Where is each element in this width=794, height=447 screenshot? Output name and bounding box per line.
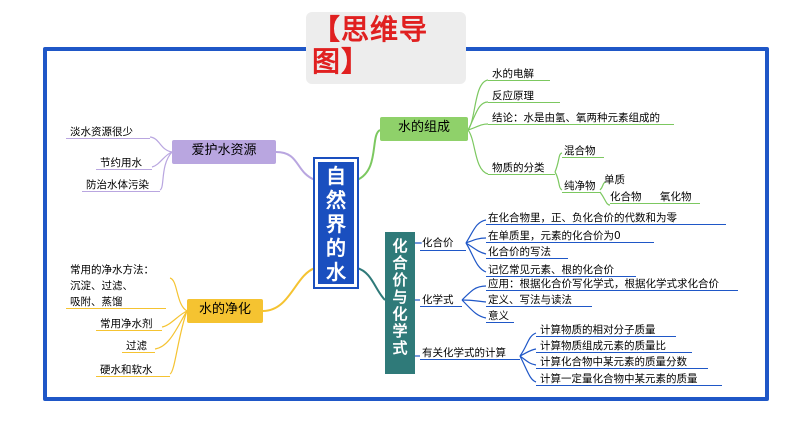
valence-item: 化合价的写法 bbox=[488, 246, 551, 258]
purify-item: 常用净水剂 bbox=[100, 318, 153, 330]
branch-composition: 水的组成 bbox=[380, 117, 468, 141]
classification-item: 纯净物 bbox=[564, 180, 596, 192]
valence-char: 化 bbox=[392, 237, 408, 255]
calc-item: 计算物质组成元素的质量比 bbox=[540, 340, 666, 352]
center-topic-text: 自然界的水 bbox=[326, 164, 346, 284]
valence-sub3: 有关化学式的计算 bbox=[422, 347, 506, 359]
valence-item: 在化合物里，正、负化合价的代数和为零 bbox=[488, 212, 677, 224]
calc-item: 计算物质的相对分子质量 bbox=[540, 324, 656, 336]
composition-item: 结论：水是由氢、氧两种元素组成的 bbox=[492, 112, 660, 124]
page-title: 【思维导图】 bbox=[312, 13, 429, 78]
title-background bbox=[306, 12, 466, 84]
protect-item: 节约用水 bbox=[100, 157, 142, 169]
formula-item: 应用：根据化合价写化学式，根据化学式求化合价 bbox=[488, 278, 719, 290]
valence-char: 学 bbox=[392, 322, 408, 340]
protect-item: 防治水体污染 bbox=[86, 179, 149, 191]
composition-item: 水的电解 bbox=[492, 68, 534, 80]
formula-item: 意义 bbox=[488, 310, 509, 322]
classification-item: 单质 bbox=[604, 174, 625, 186]
valence-char: 式 bbox=[392, 339, 408, 357]
valence-sub2: 化学式 bbox=[422, 294, 454, 306]
classification-item: 氧化物 bbox=[660, 191, 692, 203]
purify-item: 过滤 bbox=[126, 340, 147, 352]
purify-item: 常用的净水方法： bbox=[70, 264, 154, 276]
purify-item: 硬水和软水 bbox=[100, 364, 153, 376]
valence-char: 化 bbox=[392, 305, 408, 323]
protect-item: 淡水资源很少 bbox=[70, 126, 133, 138]
purify-item: 吸附、蒸馏 bbox=[70, 296, 123, 308]
branch-protect: 爱护水资源 bbox=[172, 140, 276, 164]
classification-item: 混合物 bbox=[564, 145, 596, 157]
composition-item: 物质的分类 bbox=[492, 162, 545, 174]
branch-valence: 化 合 价 与 化 学 式 bbox=[385, 232, 415, 374]
calc-item: 计算化合物中某元素的质量分数 bbox=[540, 356, 687, 368]
composition-item: 反应原理 bbox=[492, 90, 534, 102]
valence-char: 与 bbox=[392, 288, 408, 306]
valence-item: 在单质里，元素的化合价为0 bbox=[488, 230, 621, 242]
branch-purify: 水的净化 bbox=[187, 299, 263, 323]
calc-item: 计算一定量化合物中某元素的质量 bbox=[540, 373, 698, 385]
valence-sub1: 化合价 bbox=[422, 237, 454, 249]
valence-item: 记忆常见元素、根的化合价 bbox=[488, 264, 614, 276]
center-topic: 自然界的水 bbox=[313, 157, 359, 289]
formula-item: 定义、写法与读法 bbox=[488, 294, 572, 306]
purify-item: 沉淀、过滤、 bbox=[70, 280, 133, 292]
valence-char: 价 bbox=[392, 271, 408, 289]
valence-char: 合 bbox=[392, 254, 408, 272]
classification-item: 化合物 bbox=[610, 191, 642, 203]
